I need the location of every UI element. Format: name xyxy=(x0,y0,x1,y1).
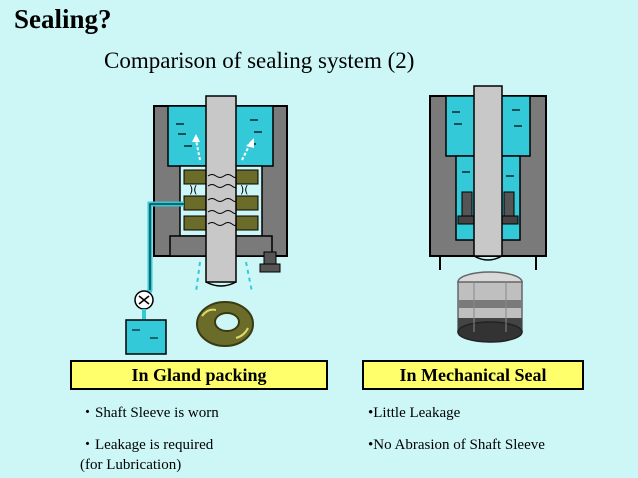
mech-bullet-2: •No Abrasion of Shaft Sleeve xyxy=(368,437,545,453)
gland-bullet-2: ・Leakage is required xyxy=(80,437,214,453)
gland-packing-illustration: )( )( xyxy=(125,95,288,355)
mech-bullet-1: •Little Leakage xyxy=(368,405,461,421)
slide-title: Sealing? xyxy=(14,4,112,34)
gland-bullet-1: ・Shaft Sleeve is worn xyxy=(80,405,219,421)
svg-text:)(: )( xyxy=(240,183,249,196)
svg-text:)(: )( xyxy=(189,183,198,196)
slide-subtitle: Comparison of sealing system (2) xyxy=(104,48,415,73)
sealing-diagram: )( )( xyxy=(125,85,547,355)
gland-packing-label: In Gland packing xyxy=(70,360,328,390)
mechanical-seal-illustration xyxy=(429,85,547,343)
gland-bullet-3: (for Lubrication) xyxy=(80,457,182,473)
mechanical-seal-label: In Mechanical Seal xyxy=(362,360,584,390)
